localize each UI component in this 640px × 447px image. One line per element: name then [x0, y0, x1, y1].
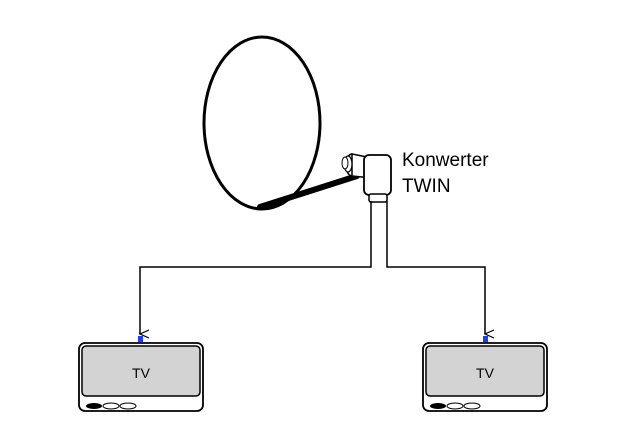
cable-right: [386, 201, 485, 334]
connector-port: [483, 336, 488, 342]
tv-icon: [78, 342, 204, 412]
tv-label: TV: [476, 365, 495, 381]
tv-left: TV: [78, 336, 204, 412]
tv-icon: [422, 342, 548, 412]
lnb-converter-icon: [341, 153, 392, 203]
converter-label-line1: Konwerter: [402, 150, 489, 171]
tv-right: TV: [422, 336, 548, 412]
satellite-dish-icon: [202, 35, 360, 211]
converter-label-line2: TWIN: [402, 176, 451, 197]
tv-label: TV: [132, 365, 151, 381]
cable-left: [140, 201, 372, 334]
connector-port: [138, 336, 143, 342]
